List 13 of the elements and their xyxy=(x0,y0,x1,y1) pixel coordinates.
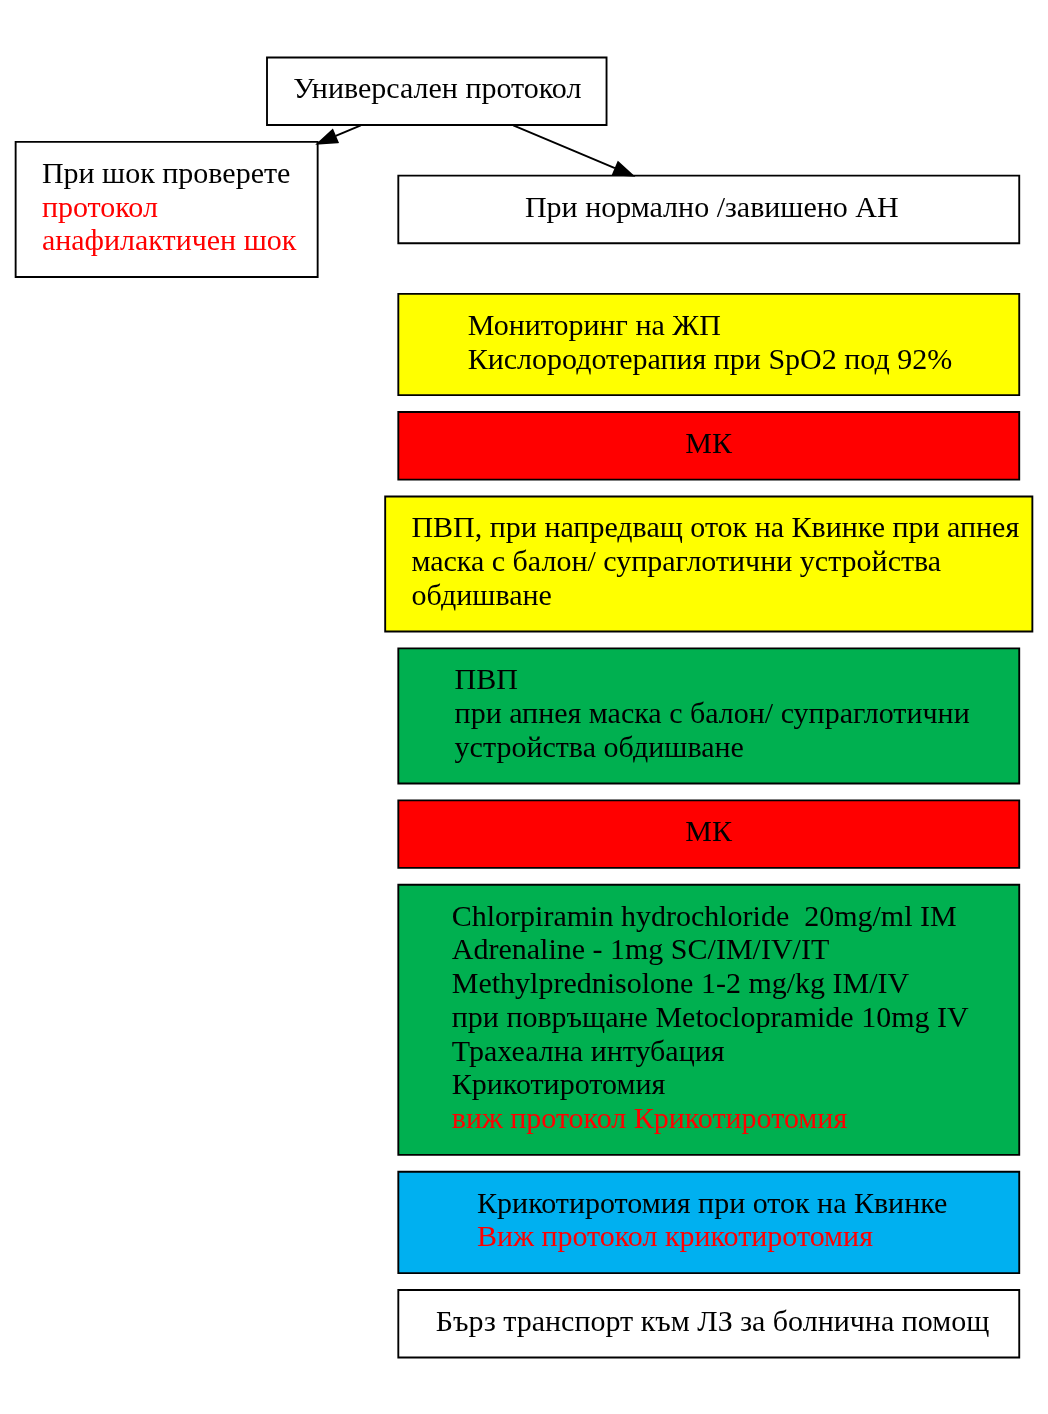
node-box: Chlorpiramin hydrochloride 20mg/ml IM Adrenaline - 1mg SC/IM/IV/IT Methylprednisolone 1-2 mg/kg IM/IV при повръщане Metoclopramide 10mg IV Трахеална интубация Крикотиротомия виж протокол Крикотиротомия xyxy=(397,883,1021,1156)
arrow xyxy=(512,123,636,177)
node-box: ПВП, при напредващ оток на Квинке при апнея маска с балон/ супраглотични устройства обдишване xyxy=(384,495,1034,632)
node-box: При нормално /завишено АН xyxy=(397,174,1021,244)
node-box: Бърз транспорт към ЛЗ за болнична помощ xyxy=(397,1288,1021,1358)
arrow xyxy=(315,123,362,145)
node-box: МК xyxy=(397,410,1021,480)
node-box: Универсален протокол xyxy=(266,56,608,126)
node-box: ПВП при апнея маска с балон/ супраглотични устройства обдишване xyxy=(397,646,1021,784)
node-box: Мониторинг на ЖП Кислородотерапия при SpO2 под 92% xyxy=(397,292,1021,396)
node-box: Крикотиротомия при оток на Квинке Виж протокол крикотиротомия xyxy=(397,1170,1021,1274)
node-box: При шок проверете протокол анафилактичен шок xyxy=(14,140,319,278)
node-box: МК xyxy=(397,798,1021,869)
